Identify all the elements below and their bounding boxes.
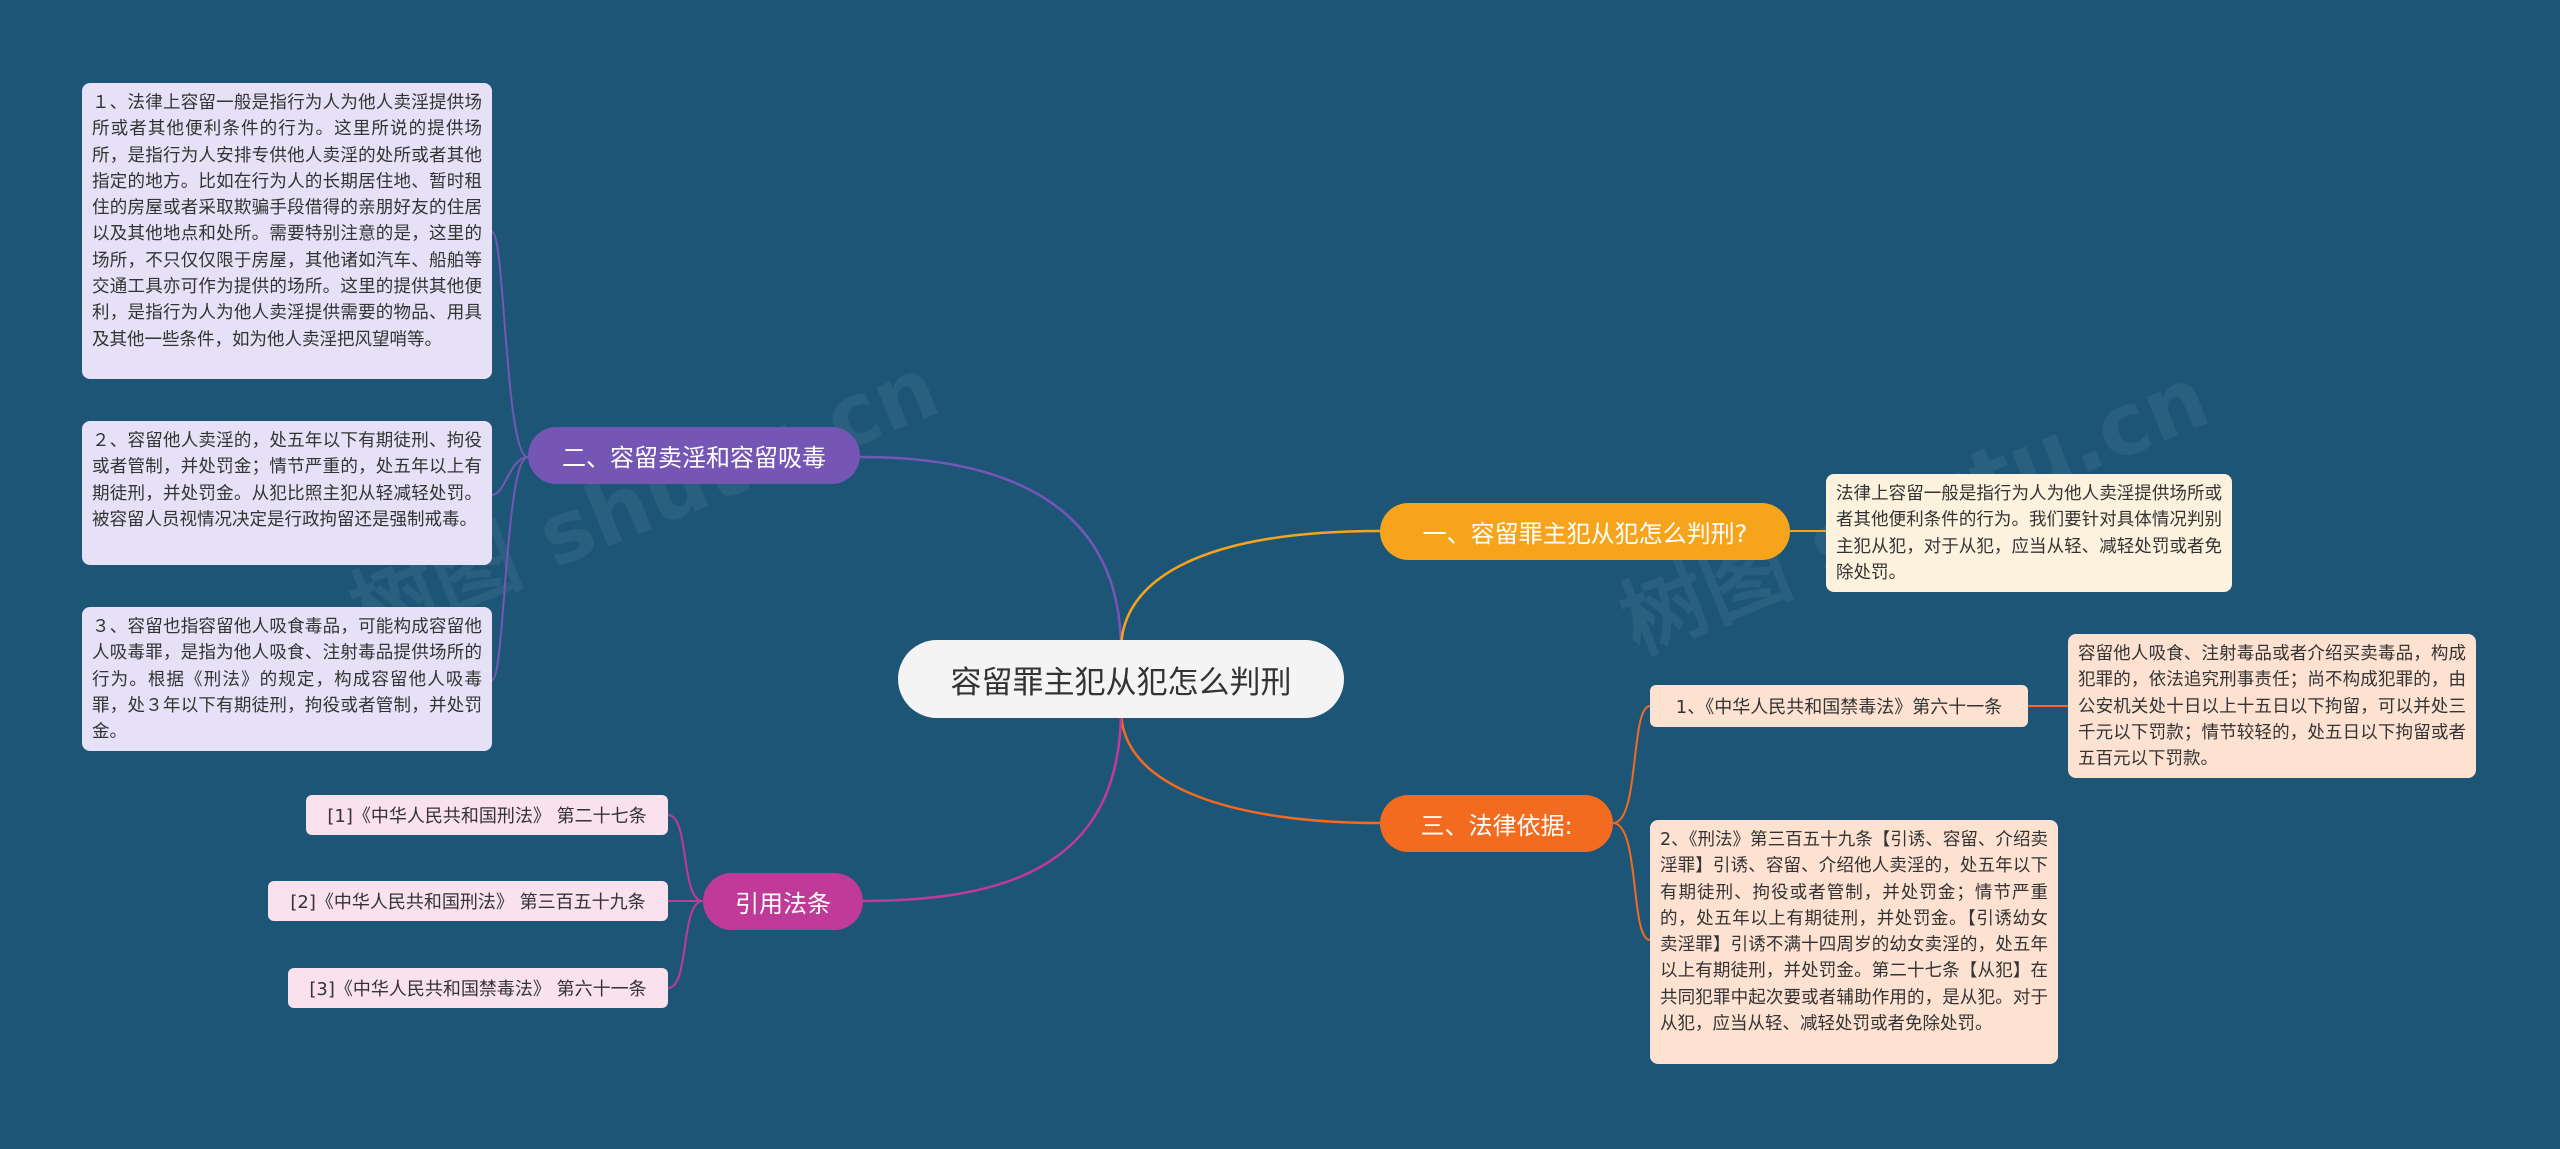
- link-b2-item1: [491, 231, 529, 458]
- branch-harboring[interactable]: 二、容留卖淫和容留吸毒: [528, 427, 860, 484]
- link-b3-item1: [1612, 705, 1651, 824]
- link-b2-item2: [491, 456, 529, 496]
- link-root-b1: [1119, 529, 1381, 651]
- branch-cited-laws[interactable]: 引用法条: [703, 873, 863, 930]
- link-b4-item3: [667, 900, 704, 989]
- branch-sentencing-content: 法律上容留一般是指行为人为他人卖淫提供场所或者其他便利条件的行为。我们要针对具体…: [1826, 474, 2232, 592]
- harboring-item-3: ３、容留也指容留他人吸食毒品，可能构成容留他人吸毒罪，是指为他人吸食、注射毒品提…: [82, 607, 492, 751]
- branch-legal-basis[interactable]: 三、法律依据:: [1380, 795, 1613, 852]
- link-root-b4: [859, 709, 1123, 903]
- link-b3-item2: [1612, 822, 1651, 941]
- root-topic[interactable]: 容留罪主犯从犯怎么判刑: [898, 640, 1344, 718]
- cited-law-item-1[interactable]: [1]《中华人民共和国刑法》 第二十七条: [306, 795, 668, 835]
- harboring-item-1: １、法律上容留一般是指行为人为他人卖淫提供场所或者其他便利条件的行为。这里所说的…: [82, 83, 492, 379]
- link-root-b2: [859, 455, 1123, 651]
- link-b4-item1: [667, 814, 704, 902]
- cited-law-item-2[interactable]: [2]《中华人民共和国刑法》 第三百五十九条: [268, 881, 668, 921]
- cited-law-item-3[interactable]: [3]《中华人民共和国禁毒法》 第六十一条: [288, 968, 668, 1008]
- link-root-b3: [1119, 709, 1381, 825]
- harboring-item-2: ２、容留他人卖淫的，处五年以下有期徒刑、拘役或者管制，并处罚金；情节严重的，处五…: [82, 421, 492, 565]
- legal-basis-item-1[interactable]: 1、《中华人民共和国禁毒法》第六十一条: [1650, 685, 2028, 727]
- branch-sentencing[interactable]: 一、容留罪主犯从犯怎么判刑?: [1380, 503, 1790, 560]
- legal-basis-item-2: 2、《刑法》第三百五十九条【引诱、容留、介绍卖淫罪】引诱、容留、介绍他人卖淫的，…: [1650, 820, 2058, 1064]
- link-b2-item3: [491, 456, 529, 681]
- legal-basis-item-1-content: 容留他人吸食、注射毒品或者介绍买卖毒品，构成犯罪的，依法追究刑事责任；尚不构成犯…: [2068, 634, 2476, 778]
